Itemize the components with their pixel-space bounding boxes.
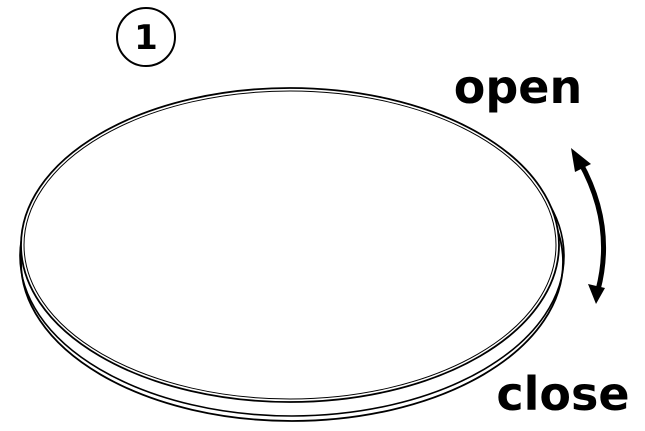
lid-illustration — [19, 87, 565, 422]
open-label: open — [454, 60, 582, 114]
step-circle — [116, 7, 176, 67]
lid-top-face — [20, 87, 560, 403]
step-badge: 1 — [116, 7, 176, 67]
step-number: 1 — [134, 18, 158, 58]
rotation-arrow-icon — [571, 148, 607, 304]
lid-inner-edge — [23, 90, 557, 400]
close-label: close — [496, 367, 629, 421]
